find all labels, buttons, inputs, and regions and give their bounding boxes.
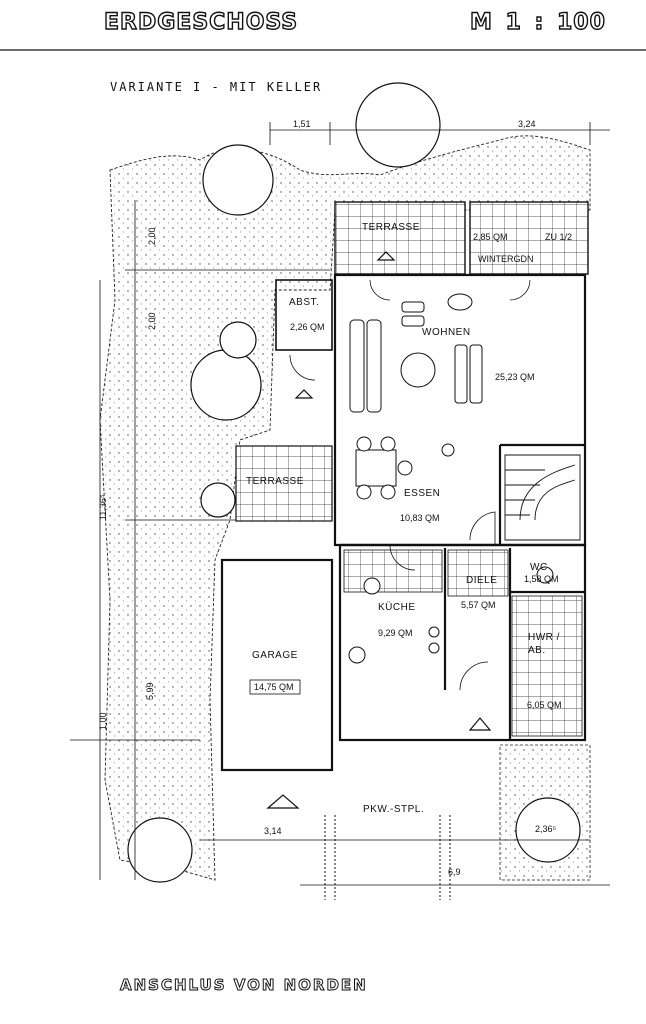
dim-top-right: 3,24: [518, 119, 536, 129]
room-label-kueche: KÜCHE: [378, 601, 416, 613]
wintergarden-floor: [469, 201, 589, 275]
dim-bottom-right: 2,36⁵: [535, 824, 557, 834]
room-label-terrasse-top: TERRASSE: [362, 222, 420, 233]
dim-bottom-small: 6,9: [448, 867, 461, 877]
dim-left-mid: 2,00: [147, 312, 157, 330]
abstell-wall: [275, 279, 333, 351]
room-area-wintergarden: 2,85 QM: [473, 232, 508, 242]
room-label-garage: GARAGE: [252, 650, 298, 661]
scale-label: M 1 : 100: [469, 9, 606, 35]
room-area-essen: 10,83 QM: [400, 513, 440, 523]
footer-label: ANSCHLUS VON NORDEN: [120, 976, 368, 995]
dim-bottom-left: 3,14: [264, 826, 282, 836]
entry-markers: [266, 251, 492, 809]
room-label-diele: DIELE: [466, 575, 497, 586]
room-area-kueche: 9,29 QM: [378, 628, 413, 638]
dim-top-left: 1,51: [293, 119, 311, 129]
tree-circle: [219, 321, 257, 359]
terrasse-top: [334, 201, 466, 275]
room-label-wc: WC: [530, 562, 548, 573]
house-walls: [220, 273, 587, 772]
tree-circle: [200, 482, 236, 518]
sofa-right: [454, 344, 468, 404]
room-label-parking: PKW.-STPL.: [363, 804, 424, 815]
room-label-hwr-2: AB.: [528, 645, 546, 656]
dim-left-total: 11,36⁵: [98, 494, 108, 520]
room-area-garage: 14,75 QM: [254, 682, 294, 692]
dim-left-lower: 5,99: [145, 682, 155, 700]
hob: [428, 626, 440, 638]
terrasse-mid: [235, 445, 333, 522]
dimension-lines: [70, 122, 610, 886]
tree-circle: [355, 82, 441, 168]
staircase: [504, 454, 581, 541]
room-label-wintergarden: WINTERGDN: [478, 254, 534, 264]
room-area-abstell: 2,26 QM: [290, 322, 325, 332]
variant-label: VARIANTE I - MIT KELLER: [110, 80, 323, 94]
dim-left-upper: 2,00: [147, 227, 157, 245]
trees: [127, 82, 581, 883]
toilet: [536, 566, 554, 584]
tree-circle: [202, 144, 274, 216]
tree-circle: [190, 349, 262, 421]
hwr-tiles: [511, 595, 583, 737]
hedge-posts: [324, 815, 451, 900]
sink: [363, 577, 381, 595]
furniture: [348, 293, 554, 664]
tree-circle: [127, 817, 193, 883]
garage-wall: [220, 558, 334, 772]
dim-left-bottom: 1,00: [98, 712, 108, 730]
page-title: ERDGESCHOSS: [103, 9, 299, 35]
door-swings: [289, 279, 531, 691]
room-label-terrasse-mid: TERRASSE: [246, 476, 304, 487]
room-area-wohnen: 25,23 QM: [495, 372, 535, 382]
diele-tiles: [447, 549, 509, 597]
room-area-hwr: 6,05 QM: [527, 700, 562, 710]
room-label-hwr: HWR /: [528, 632, 560, 643]
sofa-left: [349, 319, 365, 413]
tree-circle: [515, 797, 581, 863]
room-label-wohnen: WOHNEN: [422, 327, 471, 338]
room-label-abstell: ABST.: [289, 297, 319, 308]
coffee-table: [400, 352, 436, 388]
room-area-wc: 1,58 QM: [524, 574, 559, 584]
room-note-wintergarden: ZU 1/2: [545, 232, 572, 242]
dining-table: [355, 449, 397, 487]
room-label-essen: ESSEN: [404, 488, 440, 499]
room-area-diele: 5,57 QM: [461, 600, 496, 610]
